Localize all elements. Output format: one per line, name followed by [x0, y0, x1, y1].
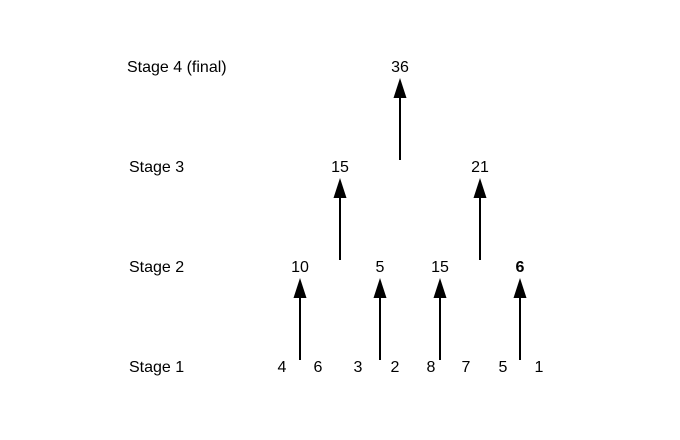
up-arrow-icon: [433, 278, 447, 360]
stage-1-value: 8: [426, 359, 436, 376]
stage-1-value: 6: [313, 359, 323, 376]
stage-2-sum-c: 15: [431, 259, 449, 276]
stage-2-sum-a: 10: [291, 259, 309, 276]
stage-2-sum-d: 6: [515, 259, 525, 276]
stage-1-value: 2: [390, 359, 400, 376]
stage-2-label: Stage 2: [129, 259, 185, 276]
stage-3-label: Stage 3: [129, 159, 185, 176]
stage-1-value: 4: [277, 359, 287, 376]
stage-1-value: 5: [498, 359, 508, 376]
up-arrow-icon: [373, 278, 387, 360]
up-arrow-icon: [293, 278, 307, 360]
up-arrow-icon: [333, 178, 347, 260]
stage-3-right-sum: 21: [471, 159, 489, 176]
stage-1-value: 7: [461, 359, 471, 376]
stage-1-value: 3: [353, 359, 363, 376]
stage-1-value: 1: [534, 359, 544, 376]
up-arrow-icon: [513, 278, 527, 360]
stage-1-label: Stage 1: [129, 359, 185, 376]
stage-4-label: Stage 4 (final): [127, 59, 227, 76]
stage-3-left-sum: 15: [331, 159, 349, 176]
stage-2-sum-b: 5: [375, 259, 385, 276]
up-arrow-icon: [473, 178, 487, 260]
up-arrow-icon: [393, 78, 407, 160]
stage-4-total: 36: [391, 59, 409, 76]
